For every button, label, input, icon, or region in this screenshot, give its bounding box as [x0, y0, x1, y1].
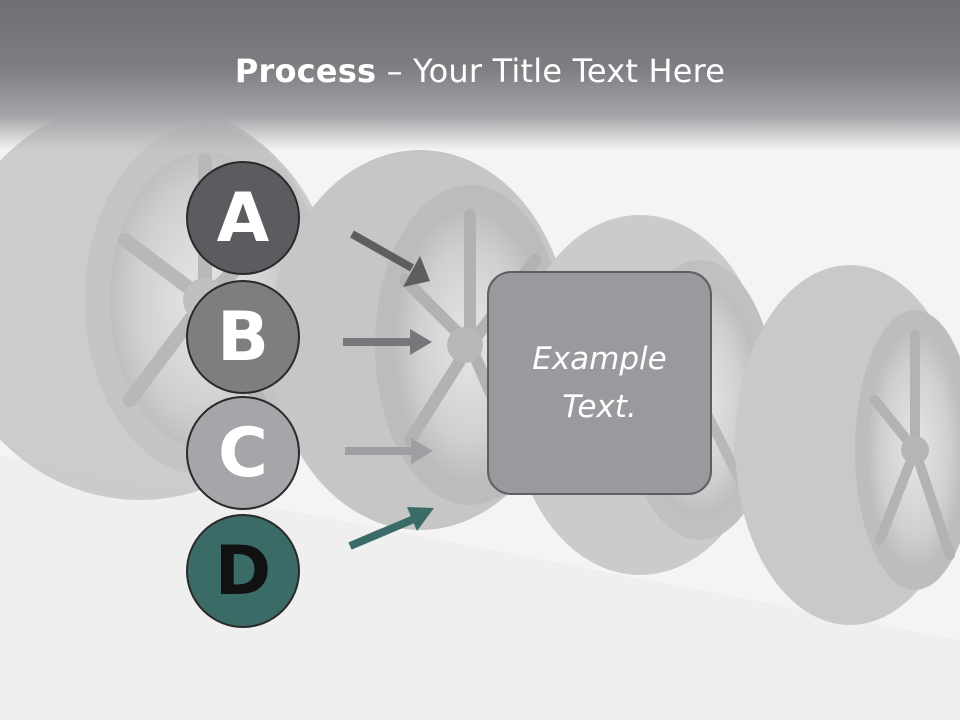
- arrow-b: [343, 329, 432, 355]
- title-bold: Process: [234, 52, 377, 90]
- header-band: [0, 0, 960, 150]
- slide-title: Process – Your Title Text Here: [0, 52, 960, 90]
- arrow-c: [345, 438, 433, 464]
- example-text-box: Example Text.: [487, 271, 712, 495]
- step-letter-a: A: [216, 178, 270, 258]
- arrow-a: [350, 230, 430, 287]
- step-circle-a: A: [186, 161, 300, 275]
- example-text-line-1: Example: [532, 341, 667, 377]
- step-letter-d: D: [214, 531, 272, 611]
- title-rest: – Your Title Text Here: [376, 52, 726, 90]
- step-circle-b: B: [186, 280, 300, 394]
- arrow-d: [348, 507, 434, 550]
- step-circle-c: C: [186, 396, 300, 510]
- example-text-line-2: Text.: [562, 389, 637, 425]
- step-circle-d: D: [186, 514, 300, 628]
- step-letter-b: B: [217, 297, 269, 377]
- step-letter-c: C: [218, 413, 268, 493]
- tire-4: [735, 265, 960, 625]
